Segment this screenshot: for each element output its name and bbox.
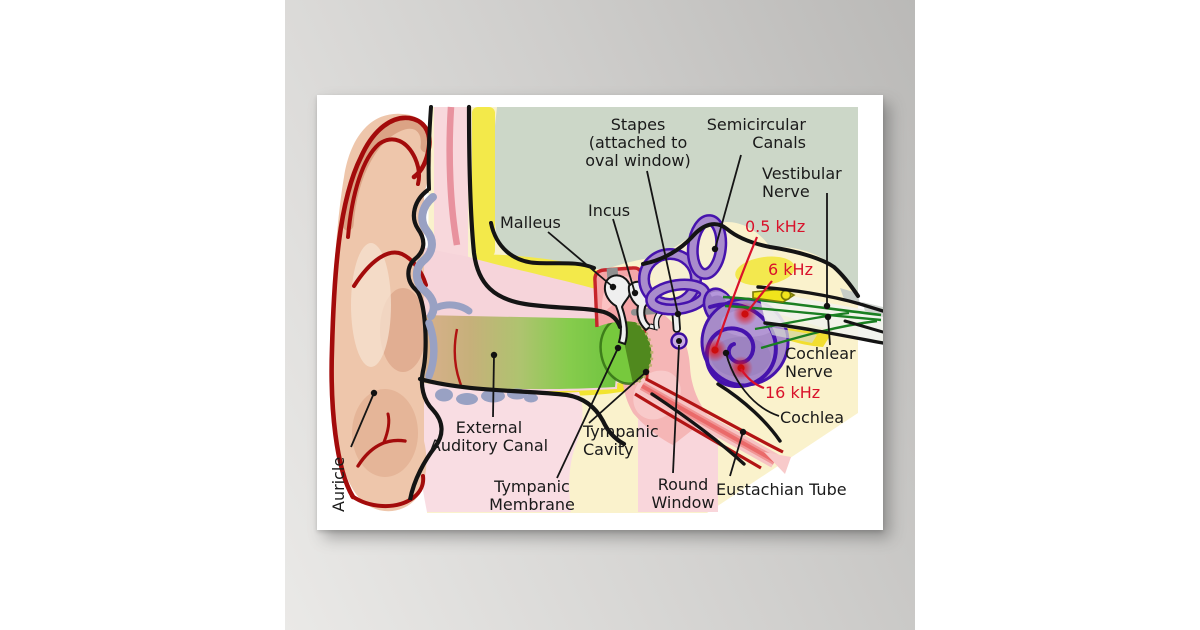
frequency-leader-lines [714,236,773,390]
label-frequency-0-5khz: 0.5 kHz [745,217,806,236]
label-tympanic-cavity: Tympanic Cavity [583,422,659,459]
ear-anatomy-diagram [329,104,883,513]
label-frequency-16khz: 16 kHz [765,383,821,402]
label-round-window: Round Window [651,475,715,512]
structural-outlines [417,104,883,447]
leader-lines [350,154,831,479]
label-semicircular-canals: Semicircular Canals [706,115,806,152]
label-cochlea: Cochlea [780,408,844,427]
label-tympanic-membrane: Tympanic Membrane [489,477,575,514]
poster-sheet: Stapes (attached to oval window) Semicir… [317,95,883,530]
label-frequency-6khz: 6 kHz [768,260,813,279]
leader-dots [370,245,832,436]
label-auricle: Auricle [329,456,348,512]
label-malleus: Malleus [500,213,561,232]
photo-background: Stapes (attached to oval window) Semicir… [285,0,915,630]
label-stapes: Stapes (attached to oval window) [585,115,691,170]
label-eustachian-tube: Eustachian Tube [716,480,847,499]
ear-canal-interior [421,315,619,390]
label-incus: Incus [588,201,631,220]
label-vestibular-nerve: Vestibular Nerve [762,164,842,201]
auricle-shape [329,113,538,512]
label-external-auditory-canal: External Auditory Canal [429,418,549,455]
tragus-outline [406,188,444,501]
label-cochlear-nerve: Cochlear Nerve [785,344,856,381]
malleus-bone [603,274,632,346]
